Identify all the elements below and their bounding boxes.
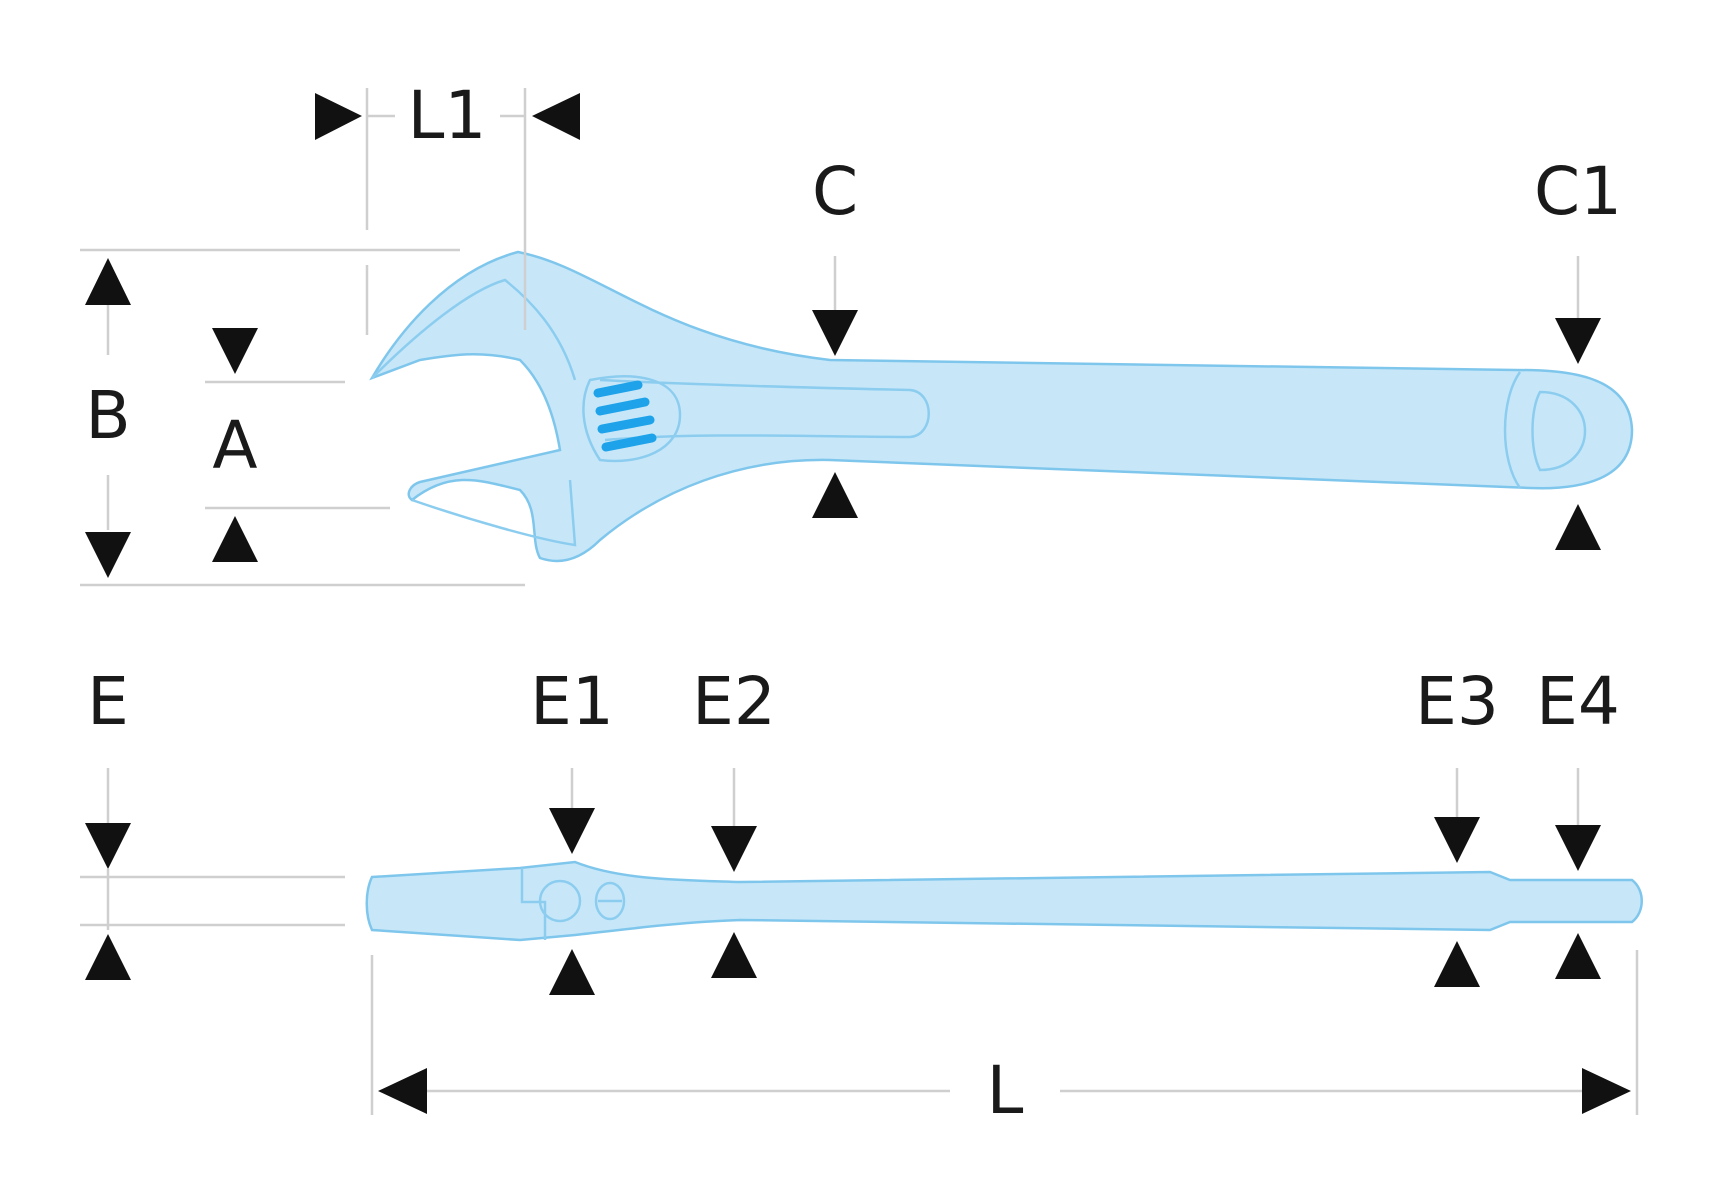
worm-window xyxy=(582,375,682,463)
side-body xyxy=(365,860,1643,942)
dimension-B: B xyxy=(80,248,525,587)
handle-end-line xyxy=(1503,371,1522,489)
dimension-A: A xyxy=(205,328,390,562)
L1-arrow-right xyxy=(532,93,580,140)
E2-arrow-down xyxy=(711,826,757,872)
C-label: C xyxy=(812,153,858,230)
C-arrow-up xyxy=(812,472,858,518)
B-label: B xyxy=(85,377,130,454)
E1-label: E1 xyxy=(530,663,614,740)
E2-arrow-up xyxy=(711,932,757,978)
L1-label: L1 xyxy=(408,77,487,154)
dimension-L: L xyxy=(370,950,1639,1129)
side-jaw-line xyxy=(520,868,547,940)
C1-arrow-down xyxy=(1555,318,1601,364)
dimension-C: C xyxy=(812,153,858,518)
L-arrow-right xyxy=(1582,1068,1631,1114)
E1-arrow-up xyxy=(549,949,595,995)
dimension-L1: L1 xyxy=(315,77,580,335)
E4-arrow-up xyxy=(1555,933,1601,979)
E-label: E xyxy=(87,663,129,740)
dimension-E1: E1 xyxy=(530,663,614,995)
E4-arrow-down xyxy=(1555,825,1601,871)
handle-slot xyxy=(599,378,930,442)
A-label: A xyxy=(212,407,257,484)
movable-jaw xyxy=(411,479,577,547)
E3-arrow-up xyxy=(1434,941,1480,987)
E3-label: E3 xyxy=(1415,663,1499,740)
dimension-E3: E3 xyxy=(1415,663,1499,987)
worm-gear-icon xyxy=(593,380,657,452)
side-pin xyxy=(594,881,626,921)
E-arrow-up xyxy=(85,934,131,980)
C-arrow-down xyxy=(812,310,858,356)
C1-label: C1 xyxy=(1534,153,1622,230)
A-arrow-down xyxy=(212,328,258,374)
A-arrow-up xyxy=(212,516,258,562)
dimension-E: E xyxy=(80,663,345,980)
E2-label: E2 xyxy=(692,663,776,740)
wrench-side-view xyxy=(365,860,1643,942)
E3-arrow-down xyxy=(1434,817,1480,863)
E-arrow-down xyxy=(85,823,131,869)
C1-arrow-up xyxy=(1555,504,1601,550)
wrench-body xyxy=(369,250,1634,563)
side-worm-circle xyxy=(538,879,582,923)
dimension-C1: C1 xyxy=(1534,153,1622,550)
dimension-E2: E2 xyxy=(692,663,776,978)
B-arrow-up xyxy=(85,258,131,305)
E4-label: E4 xyxy=(1536,663,1620,740)
handle-hole xyxy=(1531,390,1587,472)
L-label: L xyxy=(987,1052,1024,1129)
fixed-jaw-line xyxy=(371,278,577,381)
L-arrow-left xyxy=(378,1068,427,1114)
L1-arrow-left xyxy=(315,93,362,140)
B-arrow-down xyxy=(85,532,131,578)
dimension-E4: E4 xyxy=(1536,663,1620,979)
E1-arrow-down xyxy=(549,808,595,854)
wrench-top-view xyxy=(369,250,1634,563)
